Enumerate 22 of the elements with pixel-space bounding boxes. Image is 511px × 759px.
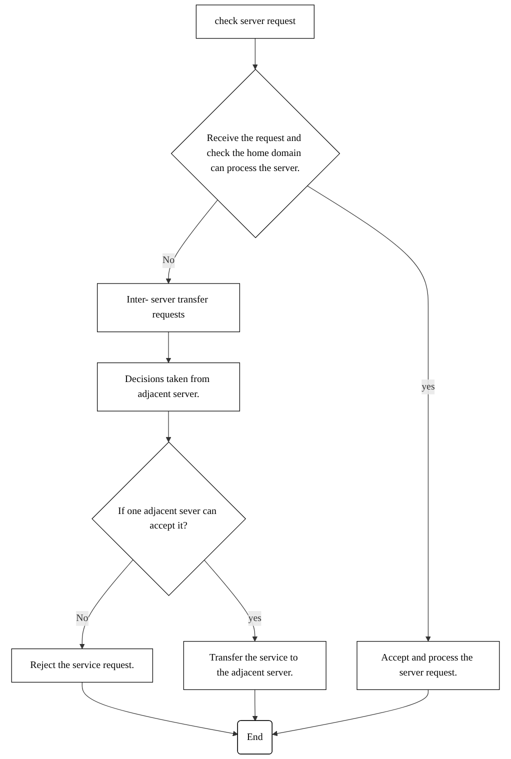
arrow	[166, 410, 172, 442]
edge-label: yes	[422, 381, 435, 392]
arrow	[252, 38, 258, 70]
edge-label: No	[162, 255, 175, 266]
arrow	[166, 200, 218, 284]
arrow	[82, 682, 238, 736]
node-box: Transfer the service to the adjacent server.	[183, 641, 326, 690]
node-diamond: Receive the request and check the home domain can process the server.	[170, 68, 340, 238]
edge-label: No	[76, 612, 88, 624]
node-box: Accept and process the server request.	[356, 641, 500, 690]
arrow	[272, 689, 428, 736]
node-box: Reject the service request.	[11, 648, 154, 683]
node-box: Decisions taken from adjacent server.	[97, 362, 240, 412]
node-box: Inter- server transfer requests	[97, 283, 240, 332]
node-diamond: If one adjacent sever can accept it?	[92, 442, 246, 596]
arrow	[204, 560, 258, 642]
arrow	[166, 332, 172, 364]
arrow	[252, 689, 258, 722]
node-box: check server request	[196, 4, 314, 39]
edge-label: yes	[248, 612, 262, 624]
arrow	[79, 560, 134, 650]
arrow	[306, 185, 431, 642]
